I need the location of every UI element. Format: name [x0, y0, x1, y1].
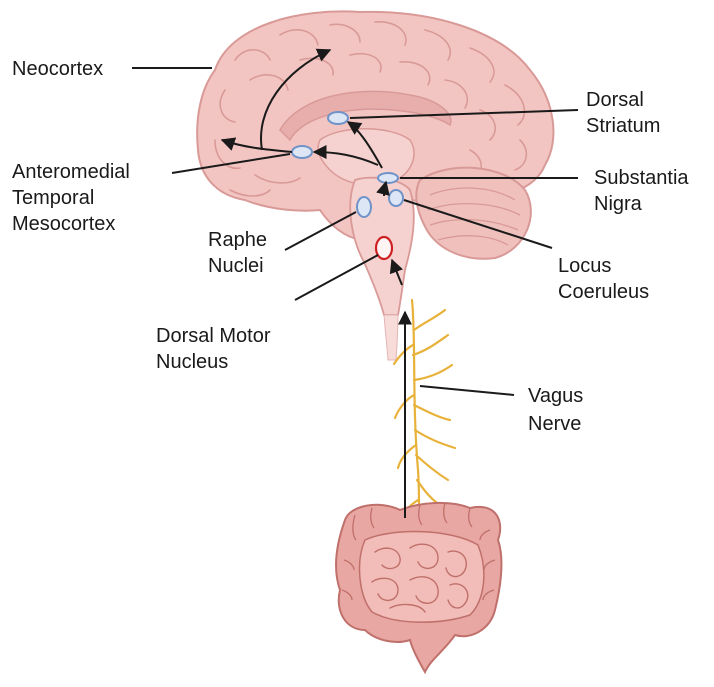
label-dorsal-striatum-line1: Dorsal	[586, 89, 644, 111]
label-dorsal-motor-line2: Nucleus	[156, 351, 228, 373]
label-anteromedial-line1: Anteromedial	[12, 161, 130, 183]
leader-dorsal-motor	[295, 255, 378, 300]
label-raphe-nuclei-line2: Nuclei	[208, 255, 264, 277]
vagus-nerve-illustration	[394, 300, 455, 535]
spinal-cord	[384, 315, 398, 360]
label-neocortex: Neocortex	[12, 58, 103, 80]
label-vagus-nerve-line1: Vagus	[528, 385, 583, 407]
substantia-nigra-marker	[378, 173, 398, 183]
anteromedial-temporal-marker	[292, 146, 312, 158]
label-substantia-nigra-line1: Substantia	[594, 167, 689, 189]
label-locus-coeruleus-line1: Locus	[558, 255, 611, 277]
label-dorsal-striatum-line2: Striatum	[586, 115, 660, 137]
leader-vagus-nerve	[420, 386, 514, 395]
label-dorsal-motor-line1: Dorsal Motor	[156, 325, 271, 347]
dorsal-motor-nucleus-marker	[376, 237, 392, 259]
raphe-nuclei-marker	[357, 197, 371, 217]
brain-illustration	[197, 11, 553, 360]
label-raphe-nuclei-line1: Raphe	[208, 229, 267, 251]
label-anteromedial-line3: Mesocortex	[12, 213, 115, 235]
label-substantia-nigra-line2: Nigra	[594, 193, 643, 215]
label-anteromedial-line2: Temporal	[12, 187, 94, 209]
dorsal-striatum-marker	[328, 112, 348, 124]
cerebellum	[416, 168, 531, 259]
label-locus-coeruleus-line2: Coeruleus	[558, 281, 649, 303]
intestines-illustration	[336, 503, 501, 672]
locus-coeruleus-marker	[389, 190, 403, 206]
label-vagus-nerve-line2: Nerve	[528, 413, 581, 435]
